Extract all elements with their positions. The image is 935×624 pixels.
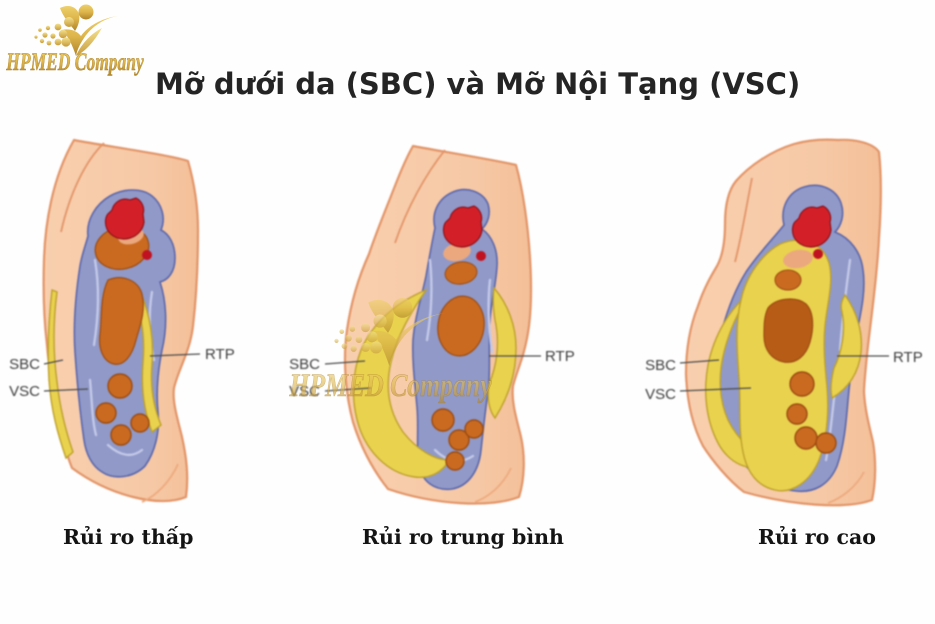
label-rtp: RTP [205, 346, 235, 363]
fat-rtp [830, 293, 863, 400]
label-sbc: SBC [9, 356, 40, 373]
label-line-vsc [679, 387, 752, 392]
organ-liver [437, 295, 485, 357]
torso-high-risk [684, 138, 882, 507]
brand-name: HPMED Company [5, 48, 144, 76]
fat-sbc [47, 289, 74, 460]
brand-figure-icon [34, 4, 118, 56]
label-line-rtp [149, 353, 201, 357]
watermark: HPMED Company [280, 293, 515, 405]
labels-high-risk: SBC VSC RTP [645, 349, 923, 403]
label-sbc: SBC [645, 357, 676, 374]
organ-heart [104, 197, 145, 240]
label-line-sbc [43, 359, 64, 365]
label-line-sbc [679, 359, 720, 364]
label-vsc: VSC [9, 383, 40, 400]
label-rtp: RTP [545, 348, 575, 365]
organ-intestines [786, 371, 837, 454]
hip-crease [474, 467, 512, 503]
organ-intestines [431, 408, 484, 471]
figure-medium-risk: SBC VSC RTP [289, 144, 575, 505]
label-vsc: VSC [289, 383, 320, 400]
brand-dots [34, 17, 74, 47]
organ-pancreas [783, 249, 813, 269]
brand-logo-graphic: HPMED Company [5, 4, 144, 76]
label-sbc: SBC [289, 356, 320, 373]
organ-liver [763, 298, 814, 363]
label-line-vsc [324, 387, 372, 392]
organ-intestines [95, 373, 150, 446]
organ-kidney-dot [476, 251, 486, 261]
organ-kidney-dot [813, 249, 823, 259]
arm-crease [60, 142, 105, 233]
brand-logo: HPMED Company [0, 0, 300, 84]
arm-crease [734, 177, 753, 263]
label-line-sbc [324, 360, 366, 365]
figure-high-risk: SBC VSC RTP [645, 138, 923, 507]
torso-low-risk [42, 138, 200, 503]
arm-crease [394, 149, 446, 244]
page-title: Mỡ dưới da (SBC) và Mỡ Nội Tạng (VSC) [155, 67, 801, 101]
watermark-figure-icon [334, 297, 445, 366]
organ-stomach [774, 269, 802, 291]
caption-high-risk: Rủi ro cao [758, 525, 876, 549]
label-vsc: VSC [645, 386, 676, 403]
figure-low-risk: SBC VSC RTP [9, 138, 235, 503]
label-rtp: RTP [893, 349, 923, 366]
caption-low-risk: Rủi ro thấp [63, 525, 194, 549]
hip-crease [141, 463, 179, 503]
organ-stomach [444, 261, 478, 285]
organ-heart [442, 205, 483, 248]
caption-medium-risk: Rủi ro trung bình [362, 525, 564, 549]
organ-stomach [99, 277, 144, 365]
organ-kidney-dot [142, 250, 152, 260]
labels-low-risk: SBC VSC RTP [9, 346, 235, 400]
hip-crease [827, 471, 865, 504]
organ-heart [791, 205, 832, 248]
fat-rtp [487, 286, 517, 420]
label-line-vsc [43, 388, 89, 392]
watermark-text: HPMED Company [288, 368, 492, 404]
fat-rtp [134, 294, 162, 434]
labels-medium-risk: SBC VSC RTP [289, 348, 575, 400]
watermark-graphic: HPMED Company [288, 297, 493, 404]
